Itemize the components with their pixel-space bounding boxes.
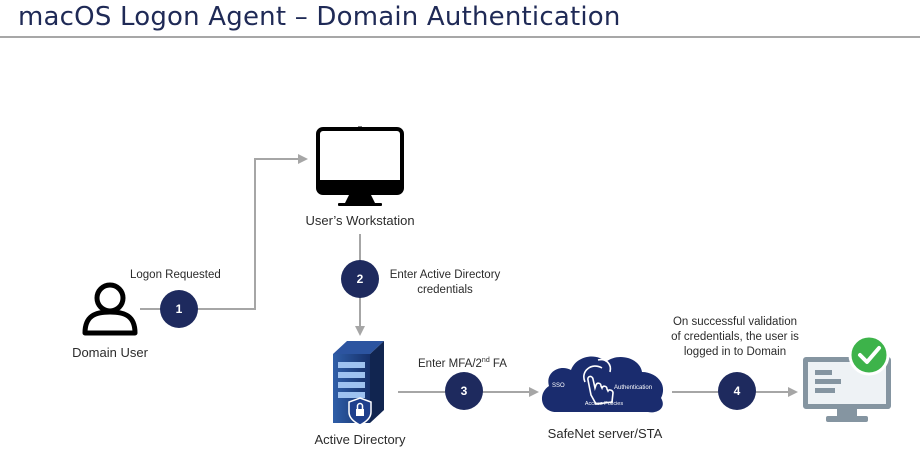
step-1-note: Logon Requested <box>130 269 221 281</box>
page-title: macOS Logon Agent – Domain Authenticatio… <box>18 2 621 32</box>
touch-hand-icon <box>583 358 614 405</box>
safenet-cloud-icon: SSO Authentication Access Policies <box>541 356 664 413</box>
svg-text:2: 2 <box>357 272 364 286</box>
cloud-access-policies-label: Access Policies <box>585 401 623 407</box>
connector-user-to-workstation <box>140 154 308 310</box>
domain-user-label: Domain User <box>72 345 148 360</box>
step-badge-2: 2 <box>341 260 379 298</box>
safenet-server-label: SafeNet server/STA <box>547 426 663 441</box>
step-4-note: On successful validation of credentials,… <box>671 316 799 358</box>
active-directory-label: Active Directory <box>314 432 406 447</box>
success-check-icon <box>848 334 890 376</box>
svg-text:4: 4 <box>734 384 741 398</box>
step-badge-4: 4 <box>718 372 756 410</box>
logged-in-desktop-icon <box>803 334 891 422</box>
user-icon <box>82 282 138 336</box>
svg-text:1: 1 <box>176 302 183 316</box>
active-directory-server-icon <box>333 341 384 426</box>
step-2-note: Enter Active Directory credentials <box>389 269 501 296</box>
cloud-sso-label: SSO <box>552 383 565 389</box>
step-badge-1: 1 <box>160 290 198 328</box>
workstation-monitor-icon <box>316 126 404 206</box>
workstation-label: User’s Workstation <box>305 213 415 228</box>
cloud-authentication-label: Authentication <box>614 385 652 391</box>
step-3-note: Enter MFA/2nd FA <box>418 357 507 370</box>
step-badge-3: 3 <box>445 372 483 410</box>
svg-text:3: 3 <box>461 384 468 398</box>
